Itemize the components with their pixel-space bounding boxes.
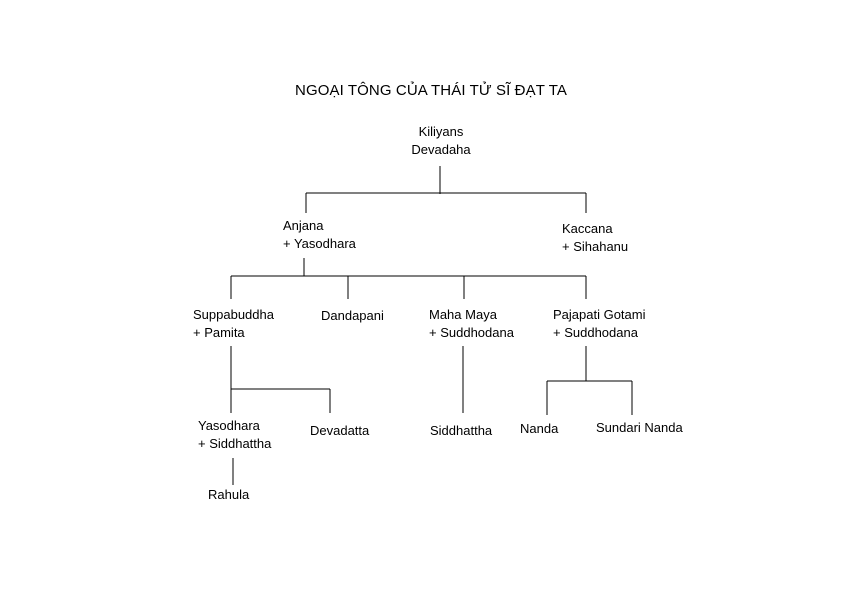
node-yasodhara: Yasodhara + Siddhattha (198, 417, 271, 453)
node-sundari-nanda: Sundari Nanda (596, 419, 683, 437)
node-anjana-spouse: + Yasodhara (283, 236, 356, 251)
node-maha-maya-name: Maha Maya (429, 307, 497, 322)
node-yasodhara-spouse: + Siddhattha (198, 436, 272, 451)
node-nanda-name: Nanda (520, 421, 559, 436)
node-kaccana-spouse: + Sihahanu (562, 239, 629, 254)
node-kiliyans-name: Kiliyans (418, 124, 464, 139)
node-pajapati-name: Pajapati Gotami (553, 307, 646, 322)
node-maha-maya: Maha Maya + Suddhodana (429, 306, 514, 342)
node-kiliyans-place: Devadaha (411, 142, 471, 157)
node-kaccana: Kaccana + Sihahanu (562, 220, 628, 256)
node-dandapani: Dandapani (321, 307, 384, 325)
diagram-title: NGOẠI TÔNG CỦA THÁI TỬ SĨ ĐẠT TA (295, 82, 567, 99)
node-suppabuddha-spouse: + Pamita (193, 325, 245, 340)
node-devadatta-name: Devadatta (310, 423, 370, 438)
node-siddhattha-name: Siddhattha (430, 423, 493, 438)
node-anjana-name: Anjana (283, 218, 324, 233)
node-rahula-name: Rahula (208, 487, 250, 502)
node-suppabuddha: Suppabuddha + Pamita (193, 306, 274, 342)
node-pajapati-spouse: + Suddhodana (553, 325, 638, 340)
node-anjana: Anjana + Yasodhara (283, 217, 356, 253)
node-suppabuddha-name: Suppabuddha (193, 307, 274, 322)
node-rahula: Rahula (208, 486, 249, 504)
node-kaccana-name: Kaccana (562, 221, 613, 236)
node-sundari-nanda-name: Sundari Nanda (596, 420, 683, 435)
node-maha-maya-spouse: + Suddhodana (429, 325, 514, 340)
node-yasodhara-name: Yasodhara (198, 418, 260, 433)
node-kiliyans: Kiliyans Devadaha (411, 123, 470, 159)
node-devadatta: Devadatta (310, 422, 369, 440)
node-dandapani-name: Dandapani (321, 308, 384, 323)
node-pajapati-gotami: Pajapati Gotami + Suddhodana (553, 306, 646, 342)
node-nanda: Nanda (520, 420, 558, 438)
node-siddhattha: Siddhattha (430, 422, 492, 440)
